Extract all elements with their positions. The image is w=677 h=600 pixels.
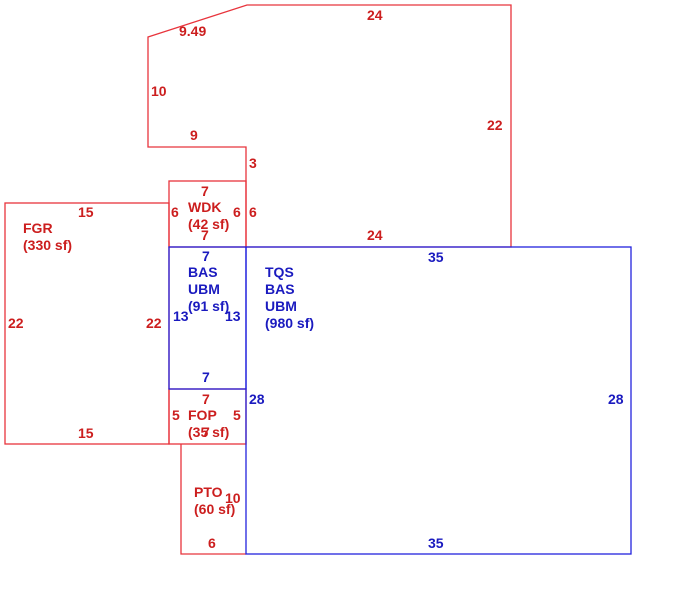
dim-fop-left: 5 <box>172 407 180 423</box>
dim-fop-top: 7 <box>202 391 210 407</box>
dim-tqs-top: 35 <box>428 249 444 265</box>
tqs-area: (980 sf) <box>265 315 314 331</box>
bas-ubm-label: UBM <box>188 281 220 297</box>
dim-bas-right: 13 <box>225 308 241 324</box>
dim-wdk-left: 6 <box>171 204 179 220</box>
wdk-area: (42 sf) <box>188 216 229 232</box>
dim-upper-right: 22 <box>487 117 503 133</box>
wdk-label: WDK <box>188 199 221 215</box>
dim-bas-bottom: 7 <box>202 369 210 385</box>
dim-step: 9 <box>190 127 198 143</box>
bas-label: BAS <box>188 264 218 280</box>
dim-fgr-bottom: 15 <box>78 425 94 441</box>
pto-label: PTO <box>194 484 223 500</box>
dim-fop-right: 5 <box>233 407 241 423</box>
dim-fop-bottom: 7 <box>202 424 210 440</box>
fop-label: FOP <box>188 407 217 423</box>
dim-wdk-top: 7 <box>201 183 209 199</box>
pto-area: (60 sf) <box>194 501 235 517</box>
dim-bas-top: 7 <box>202 248 210 264</box>
fgr-area: (330 sf) <box>23 237 72 253</box>
tqs-bas-label: BAS <box>265 281 295 297</box>
tqs-label: TQS <box>265 264 294 280</box>
dim-wdk-bottom: 7 <box>201 227 209 243</box>
dim-wdk-right: 6 <box>233 204 241 220</box>
dim-wdk-outer-right: 6 <box>249 204 257 220</box>
dim-step-down: 3 <box>249 155 257 171</box>
dim-top-diag: 9.49 <box>179 23 206 39</box>
tqs-outline <box>245 246 632 555</box>
dim-bas-left: 13 <box>173 308 189 324</box>
dim-tqs-bottom: 35 <box>428 535 444 551</box>
dim-fgr-right: 22 <box>146 315 162 331</box>
dim-pto-bottom: 6 <box>208 535 216 551</box>
dim-upper-left: 10 <box>151 83 167 99</box>
dim-tqs-left: 28 <box>249 391 265 407</box>
dim-top: 24 <box>367 7 383 23</box>
dim-tqs-right: 28 <box>608 391 624 407</box>
tqs-ubm-label: UBM <box>265 298 297 314</box>
pto-outline <box>180 444 246 555</box>
dim-pto-right: 10 <box>225 490 241 506</box>
fgr-label: FGR <box>23 220 53 236</box>
fop-area: (35 sf) <box>188 424 229 440</box>
dim-fgr-top: 15 <box>78 204 94 220</box>
dim-upper-bottom: 24 <box>367 227 383 243</box>
dim-fgr-left: 22 <box>8 315 24 331</box>
bas-area: (91 sf) <box>188 298 229 314</box>
